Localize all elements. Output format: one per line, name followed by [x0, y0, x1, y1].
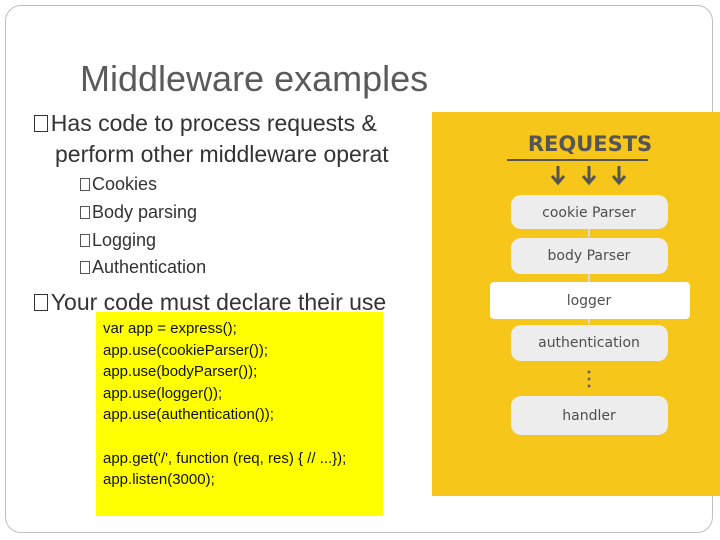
diagram-graphics	[490, 159, 690, 435]
bullet-1-line-1: Has code to process requests &	[34, 110, 377, 137]
bullet-2: Your code must declare their use	[34, 289, 386, 316]
bullet-box-icon	[34, 293, 48, 311]
stage-box-handler	[511, 396, 668, 435]
middleware-diagram: REQUESTS cookie Parser body Parser logge…	[432, 112, 720, 496]
slide-title: Middleware examples	[80, 58, 429, 99]
code-line: app.use(logger());	[103, 384, 223, 402]
code-line: app.use(cookieParser());	[103, 341, 269, 359]
stage-label-body-parser: body Parser	[547, 248, 631, 264]
stage-box-cookie-parser	[511, 195, 668, 229]
down-arrow-icons	[550, 166, 627, 186]
code-block: var app = express(); app.use(cookieParse…	[96, 312, 383, 516]
code-line: app.listen(3000);	[103, 471, 215, 488]
code-line: app.get('/', function (req, res) { // ..…	[103, 449, 347, 467]
subitem-cookies: Cookies	[80, 174, 157, 195]
code-line: var app = express();	[103, 320, 237, 337]
sparkle-icons	[490, 284, 686, 316]
subitem-logging: Logging	[80, 230, 156, 251]
bullet-box-icon	[80, 178, 90, 191]
stage-label-logger: logger	[566, 293, 612, 309]
stage-label-handler: handler	[562, 408, 616, 424]
stage-label-cookie-parser: cookie Parser	[542, 205, 636, 221]
bullet-box-icon	[80, 234, 90, 247]
stage-box-authentication	[511, 325, 668, 361]
subitem-body-parsing: Body parsing	[80, 202, 197, 223]
stage-label-authentication: authentication	[538, 335, 640, 351]
bullet-box-icon	[80, 261, 90, 274]
ellipsis-connector	[587, 370, 591, 388]
code-line: app.use(bodyParser());	[103, 363, 258, 380]
code-line: app.use(authentication());	[103, 406, 274, 423]
bullet-box-icon	[80, 206, 90, 219]
subitem-authentication: Authentication	[80, 257, 206, 278]
stage-box-body-parser	[511, 238, 668, 274]
code-spacer	[103, 426, 383, 448]
diagram-heading: REQUESTS	[527, 132, 653, 156]
bullet-box-icon	[34, 114, 48, 132]
bullet-1-line-2: perform other middleware operat	[55, 141, 389, 167]
stage-box-logger	[490, 282, 690, 319]
